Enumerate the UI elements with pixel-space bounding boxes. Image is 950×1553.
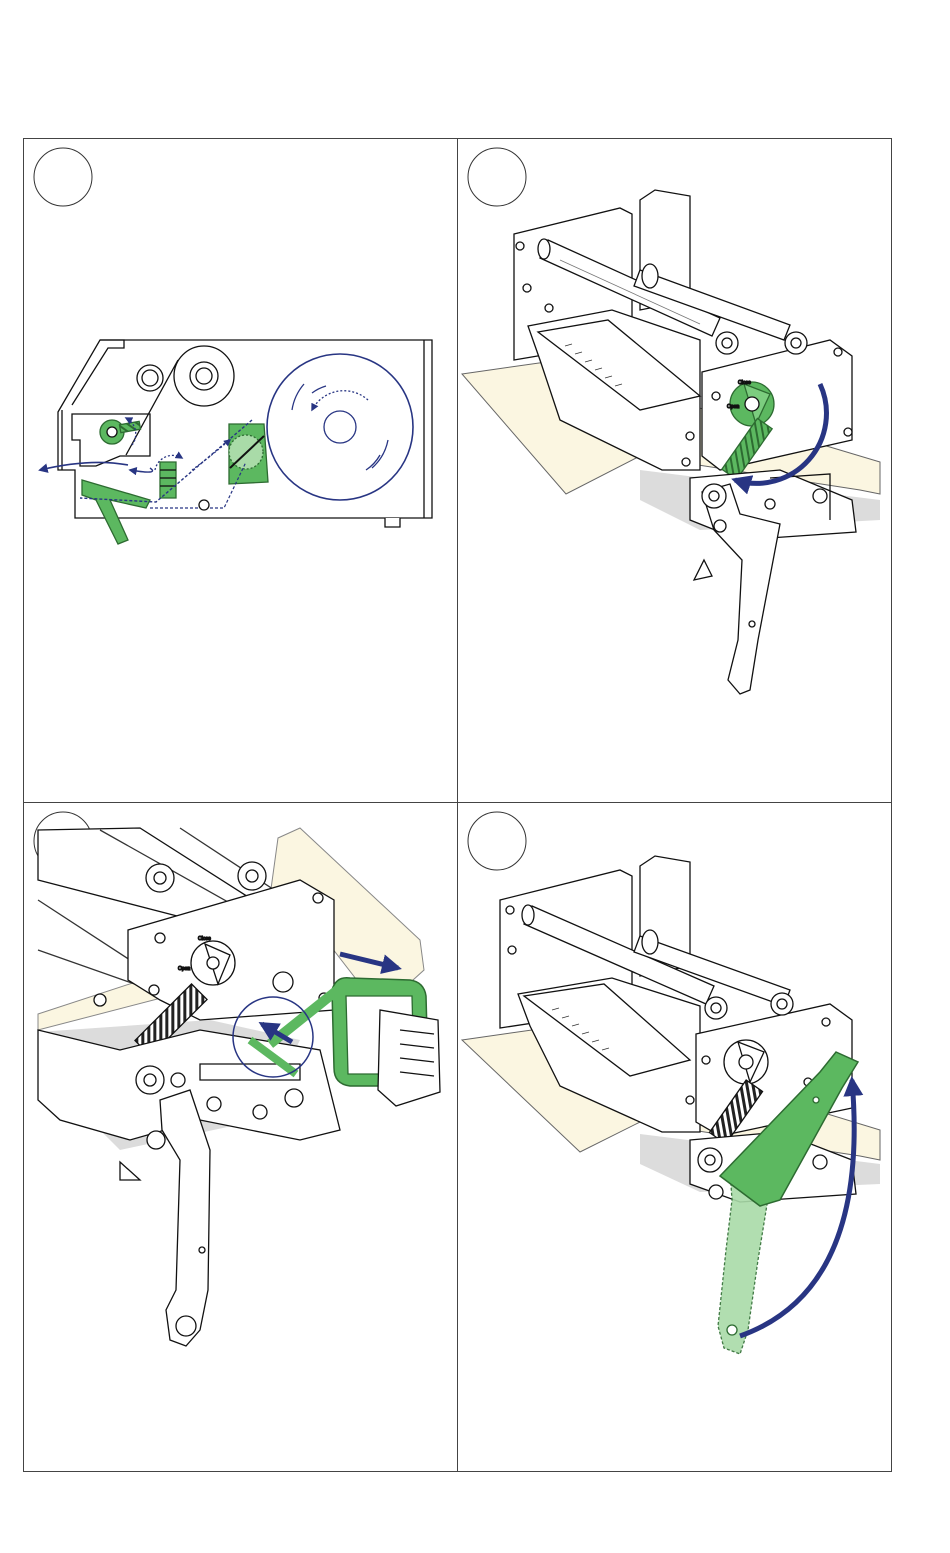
- guide-grip: [378, 1010, 440, 1106]
- top-knob-2: [785, 332, 807, 354]
- media-roll: [267, 354, 413, 500]
- panel-3-knob-2: [238, 862, 266, 890]
- small-roller: [137, 365, 163, 391]
- panel-4-printer-mechanism: [462, 856, 880, 1354]
- panel-3-knob-1: [146, 864, 174, 892]
- top-knob-1: [716, 332, 738, 354]
- knob-label-open-panel-3: Open: [178, 966, 190, 972]
- step-marker-1: [34, 148, 92, 206]
- release-lever-panel-3: [160, 1090, 210, 1346]
- knob-label-open: Open: [727, 404, 739, 410]
- ribbon-roll: [174, 346, 234, 406]
- panel-grid: [24, 139, 892, 1472]
- printer-foot: [385, 518, 400, 527]
- panel-2-printer-mechanism: Close Open: [462, 190, 880, 694]
- step-marker-4: [468, 812, 526, 870]
- panel-3-closeup: Close Open: [38, 828, 440, 1346]
- panel-1-side-view: [40, 340, 432, 544]
- step-marker-2: [468, 148, 526, 206]
- knob-label-close: Close: [738, 380, 751, 386]
- knob-label-close-panel-3: Close: [198, 936, 211, 942]
